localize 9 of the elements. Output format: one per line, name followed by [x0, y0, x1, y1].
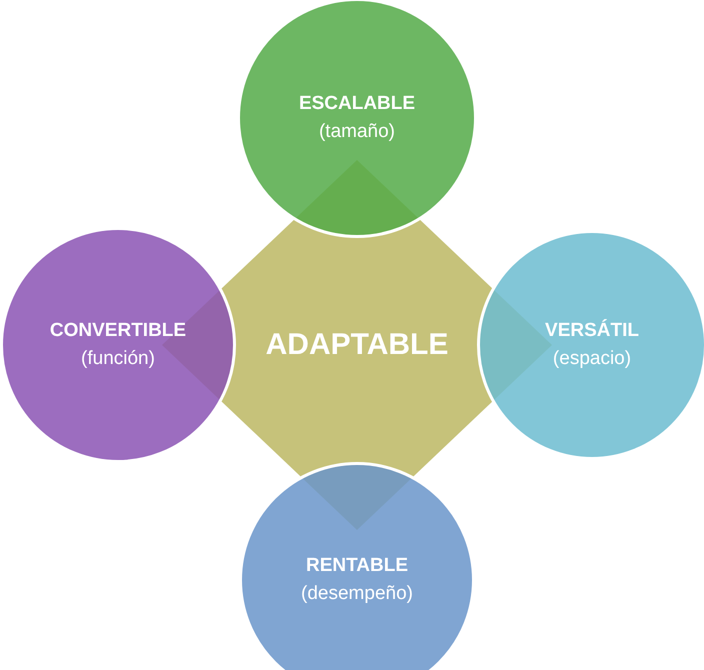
circle-heading: RENTABLE — [306, 554, 408, 578]
circle-subheading: (función) — [81, 347, 155, 371]
circle-subheading: (desempeño) — [301, 582, 413, 606]
circle-subheading: (espacio) — [552, 347, 632, 371]
circle-heading: CONVERTIBLE — [50, 318, 186, 342]
circle-subheading: (tamaño) — [318, 120, 396, 144]
center-label: ADAPTABLE — [266, 328, 448, 362]
circle-heading: VERSÁTIL — [545, 318, 639, 342]
circle-heading: ESCALABLE — [298, 92, 416, 116]
